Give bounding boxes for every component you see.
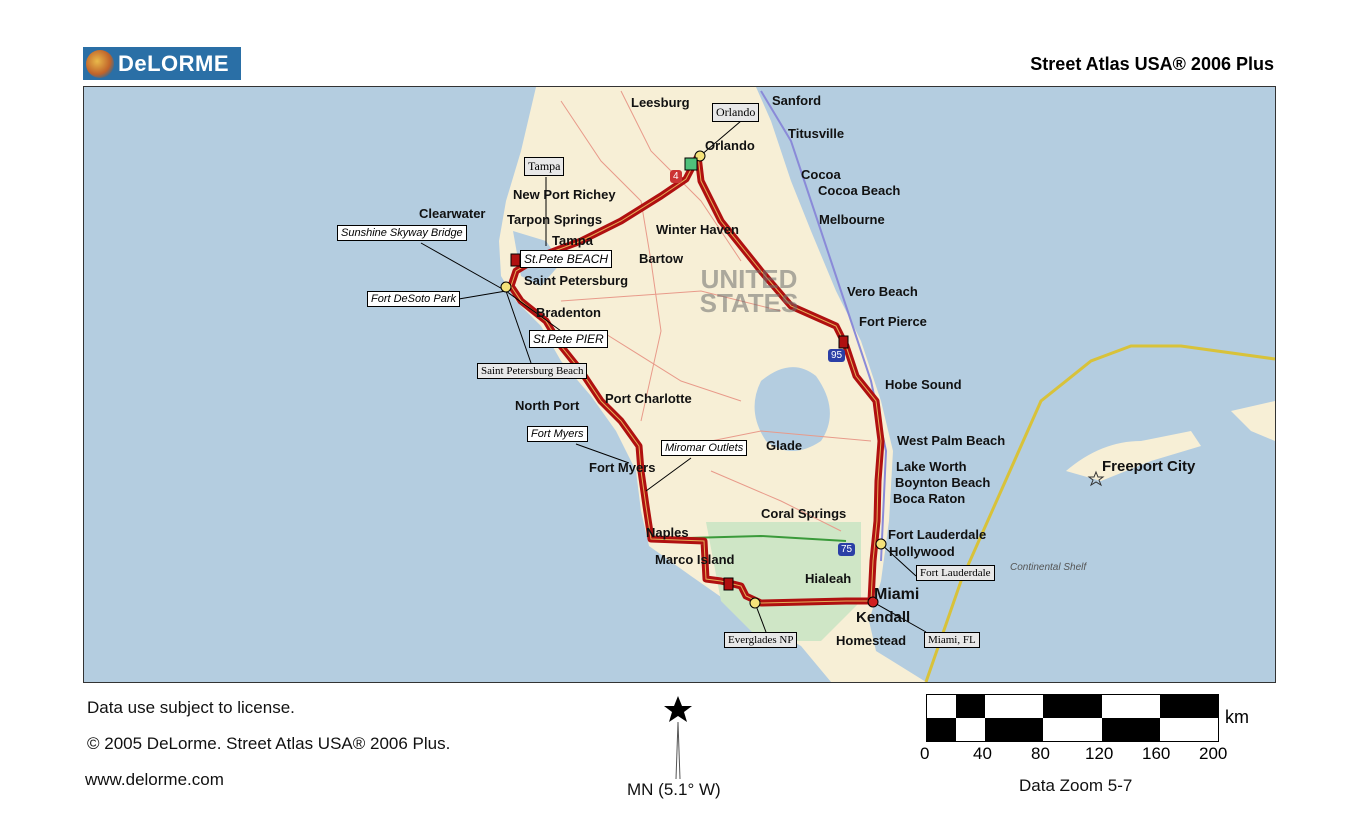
- magnetic-north-label: MN (5.1° W): [627, 780, 721, 799]
- start-flag-icon: [684, 157, 698, 171]
- lake-okeechobee: [754, 367, 830, 451]
- map-canvas[interactable]: UNITED STATES 4 95 75 Leesburg Sanford T…: [83, 86, 1276, 683]
- stop-marker-icon: [838, 335, 849, 349]
- city-label: Homestead: [836, 633, 907, 648]
- city-label: Marco Island: [655, 552, 735, 567]
- city-label: Vero Beach: [847, 284, 918, 299]
- highway-shield-i75: 75: [838, 543, 856, 556]
- callout-fort-myers[interactable]: Fort Myers: [527, 426, 588, 442]
- city-label: Titusville: [788, 126, 845, 141]
- everglades-park: [706, 522, 861, 641]
- city-label: Clearwater: [419, 206, 486, 221]
- city-label: Cocoa Beach: [818, 183, 901, 198]
- scale-unit: km: [1225, 707, 1249, 727]
- city-label: West Palm Beach: [897, 433, 1006, 448]
- freeport-star-icon: [1087, 470, 1105, 487]
- city-label: Leesburg: [631, 95, 690, 110]
- copyright-text: © 2005 DeLorme. Street Atlas USA® 2006 P…: [87, 734, 451, 753]
- city-label: Hialeah: [805, 571, 852, 586]
- city-label: Bradenton: [536, 305, 601, 320]
- callout-everglades[interactable]: Everglades NP: [724, 632, 798, 648]
- callout-miromar-outlets[interactable]: Miromar Outlets: [661, 440, 748, 456]
- city-label: New Port Richey: [513, 187, 616, 202]
- city-label: Sanford: [772, 93, 822, 108]
- data-zoom-label: Data Zoom 5-7: [1019, 776, 1133, 795]
- city-label: Hobe Sound: [885, 377, 962, 392]
- city-label: Tarpon Springs: [507, 212, 603, 227]
- city-label: Glade: [766, 438, 803, 453]
- city-label: Winter Haven: [656, 222, 739, 237]
- website-link[interactable]: www.delorme.com: [85, 770, 224, 789]
- water-label: Continental Shelf: [1010, 562, 1087, 573]
- city-label: Fort Lauderdale: [888, 527, 987, 542]
- globe-icon: [86, 49, 114, 78]
- city-label: Bartow: [639, 251, 684, 266]
- scale-tick: 80: [1031, 744, 1050, 763]
- map-graphics: [420, 87, 1275, 682]
- callout-st-pete-pier[interactable]: St.Pete PIER: [529, 330, 608, 348]
- callout-miami[interactable]: Miami, FL: [924, 632, 980, 648]
- scale-tick: 0: [920, 744, 930, 763]
- delorme-logo: DeLORME: [83, 47, 241, 80]
- city-label: Orlando: [705, 138, 755, 153]
- city-label: Naples: [646, 525, 689, 540]
- waypoint-everglades: [749, 597, 761, 609]
- highway-shield-i95: 95: [828, 349, 846, 362]
- city-label: Fort Myers: [589, 460, 656, 475]
- city-label: Hollywood: [889, 544, 955, 559]
- highway-shield-i4: 4: [670, 170, 682, 183]
- bahama-bank: [1231, 401, 1275, 441]
- city-label: Miami: [874, 586, 920, 603]
- north-arrow-icon: [664, 696, 692, 780]
- scale-tick: 120: [1085, 744, 1114, 763]
- city-label: Melbourne: [819, 212, 885, 227]
- city-label: Cocoa: [801, 167, 841, 182]
- city-label: Boca Raton: [893, 491, 966, 506]
- product-title: Street Atlas USA® 2006 Plus: [1030, 54, 1274, 74]
- callout-st-pete-beach[interactable]: St.Pete BEACH: [520, 250, 613, 268]
- callout-sunshine-skyway[interactable]: Sunshine Skyway Bridge: [337, 225, 467, 241]
- city-label: Lake Worth: [896, 459, 967, 474]
- region-label: UNITED STATES: [699, 264, 799, 318]
- scale-tick: 160: [1142, 744, 1171, 763]
- city-label: Boynton Beach: [895, 475, 991, 490]
- waypoint-fort-desoto: [500, 281, 512, 293]
- city-label: Kendall: [856, 609, 911, 626]
- callout-saint-petersburg-beach[interactable]: Saint Petersburg Beach: [477, 363, 588, 379]
- city-label: North Port: [515, 398, 580, 413]
- stop-marker-icon: [510, 253, 521, 267]
- license-text: Data use subject to license.: [87, 698, 295, 717]
- scale-bar: [926, 694, 1219, 742]
- scale-tick: 200: [1199, 744, 1228, 763]
- grand-bahama: [1066, 431, 1201, 481]
- callout-fort-lauderdale[interactable]: Fort Lauderdale: [916, 565, 995, 581]
- city-label: Fort Pierce: [859, 314, 927, 329]
- city-label: Tampa: [552, 233, 593, 248]
- scale-tick: 40: [973, 744, 992, 763]
- callout-fort-desoto[interactable]: Fort DeSoto Park: [367, 291, 460, 307]
- callout-tampa[interactable]: Tampa: [524, 157, 565, 176]
- stop-marker-icon: [723, 577, 734, 591]
- city-label: Port Charlotte: [605, 391, 692, 406]
- waypoint-miami: [867, 596, 879, 608]
- city-label: Coral Springs: [761, 506, 847, 521]
- callout-orlando[interactable]: Orlando: [712, 103, 760, 122]
- waypoint-fort-lauderdale: [875, 538, 887, 550]
- city-label: Freeport City: [1102, 458, 1196, 475]
- city-label: Saint Petersburg: [524, 273, 629, 288]
